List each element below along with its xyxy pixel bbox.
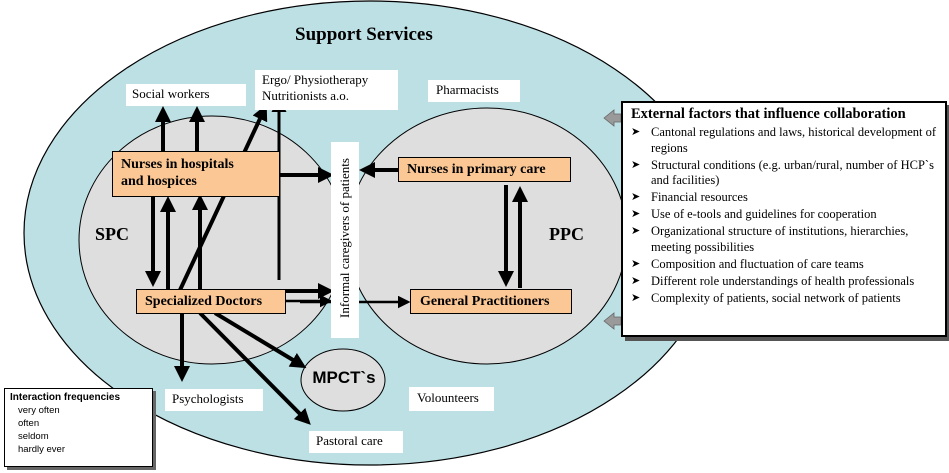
bullet-arrow-icon: ➤ (631, 257, 641, 270)
spc-label: SPC (95, 224, 130, 244)
legend-item-very-often: very often (18, 405, 60, 416)
pharmacists-label: Pharmacists (428, 80, 520, 102)
bullet-arrow-icon: ➤ (631, 191, 641, 203)
legend-item-seldom: seldom (18, 431, 49, 442)
legend-title: Interaction frequencies (10, 392, 121, 403)
nurses-hospitals-line2: and hospices (121, 174, 197, 189)
ppc-circle (346, 107, 628, 365)
ppc-label: PPC (549, 224, 584, 244)
external-factors-list: ➤ Cantonal regulations and laws, historic… (631, 125, 939, 306)
external-factor-item: ➤ Complexity of patients, social network … (631, 291, 939, 307)
mpcts-label: MPCT`s (312, 368, 376, 387)
arrows-primary-care (359, 162, 528, 288)
external-factor-text: Structural conditions (e.g. urban/rural,… (651, 157, 934, 188)
external-factor-item: ➤ Financial resources (631, 190, 939, 206)
nurses-primary-box: Nurses in primary care (398, 157, 571, 182)
external-factor-text: Composition and fluctuation of care team… (651, 256, 864, 271)
support-services-title: Support Services (295, 24, 433, 45)
external-factor-text: Organizational structure of institutions… (651, 224, 909, 254)
nurses-hospitals-box: Nurses in hospitals and hospices (112, 151, 280, 197)
bullet-arrow-icon: ➤ (631, 208, 641, 220)
external-factors-heading: External factors that influence collabor… (631, 106, 906, 122)
external-factor-text: Use of e-tools and guidelines for cooper… (651, 207, 877, 221)
external-factor-text: Financial resources (651, 190, 748, 204)
nurses-hospitals-line1: Nurses in hospitals (121, 157, 234, 172)
external-factor-item: ➤ Organizational structure of institution… (631, 224, 939, 255)
arrows-nurses-hospitals (145, 106, 334, 290)
informal-caregivers-label: Informal caregivers of patients (337, 158, 352, 318)
arrows-specialized-doctors (174, 97, 411, 425)
external-factor-text: Different role understandings of health … (651, 273, 915, 288)
mpct-circle (300, 348, 386, 412)
external-factor-item: ➤ Use of e-tools and guidelines for coope… (631, 207, 939, 223)
external-factors-box: External factors that influence collabor… (621, 101, 947, 337)
bullet-arrow-icon: ➤ (631, 126, 641, 138)
external-factor-text: Cantonal regulations and laws, historica… (651, 125, 936, 155)
ergo-physio-label: Ergo/ Physiotherapy Nutritionists a.o. (255, 70, 398, 110)
bullet-arrow-icon: ➤ (631, 274, 641, 287)
bullet-arrow-icon: ➤ (631, 158, 641, 171)
general-practitioners-box: General Practitioners (410, 289, 572, 314)
ergo-line: Ergo/ Physiotherapy (262, 72, 369, 87)
informal-caregivers-box: Informal caregivers of patients (331, 142, 359, 338)
external-factor-item: ➤ Different role understandings of health… (631, 274, 939, 290)
volunteers-label: Volounteers (409, 387, 494, 411)
external-factor-item: ➤ Cantonal regulations and laws, historic… (631, 125, 939, 156)
pastoral-care-label: Pastoral care (309, 431, 403, 453)
psychologists-label: Psychologists (165, 389, 263, 411)
bullet-arrow-icon: ➤ (631, 225, 641, 237)
nutritionists-line: Nutritionists a.o. (262, 88, 350, 103)
specialized-doctors-box: Specialized Doctors (136, 289, 286, 314)
external-factor-item: ➤ Structural conditions (e.g. urban/rural… (631, 158, 939, 189)
legend-item-hardly-ever: hardly ever (18, 444, 65, 455)
bullet-arrow-icon: ➤ (631, 291, 641, 304)
external-factor-text: Complexity of patients, social network o… (651, 290, 901, 305)
external-factor-item: ➤ Composition and fluctuation of care tea… (631, 257, 939, 273)
social-workers-label: Social workers (126, 84, 246, 106)
legend-item-often: often (18, 418, 40, 429)
interaction-frequency-legend: Interaction frequencies very often often… (4, 388, 153, 467)
